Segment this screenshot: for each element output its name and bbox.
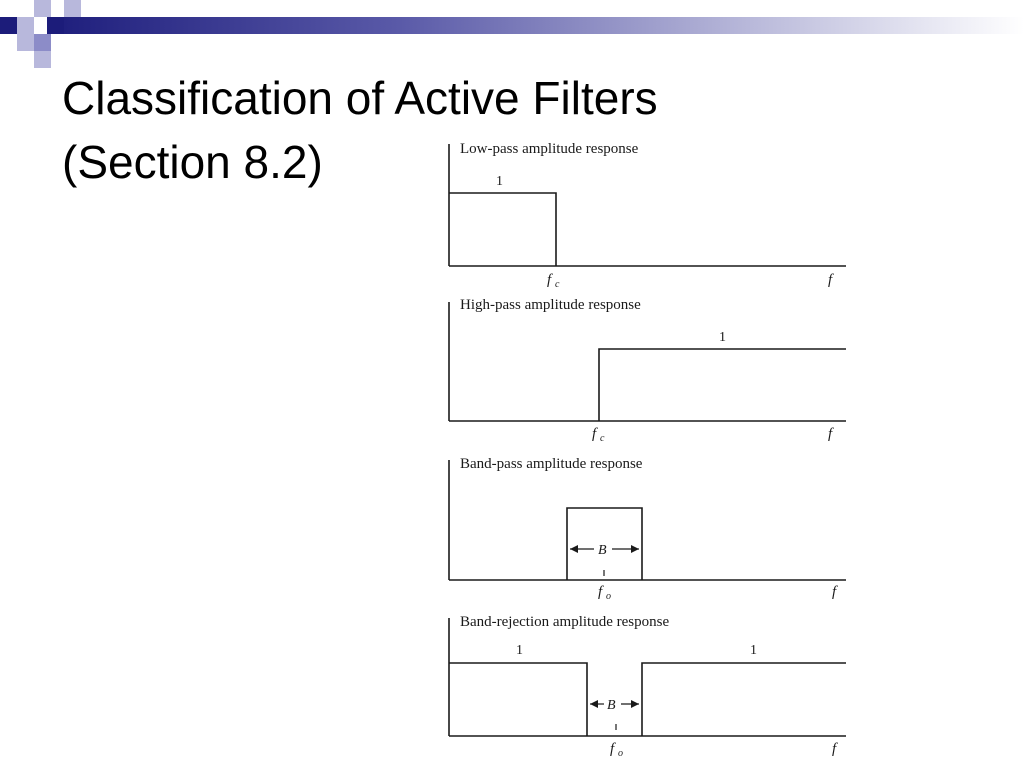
- decor-square: [34, 34, 51, 51]
- band-rejection-panel: Band-rejection amplitude response 1 1 B …: [448, 614, 846, 759]
- high-pass-response-curve: [598, 348, 846, 421]
- band-pass-axis-label: f: [832, 584, 838, 600]
- filter-response-figure: Low-pass amplitude response 1 f c f High…: [436, 132, 856, 764]
- decor-square: [64, 0, 81, 17]
- band-pass-arrowhead-right: [631, 545, 639, 553]
- band-rejection-center-subscript: o: [618, 748, 623, 759]
- decor-square: [17, 34, 34, 51]
- slide-title-line-1: Classification of Active Filters: [62, 72, 658, 124]
- band-pass-arrowhead-left: [570, 545, 578, 553]
- slide-title: Classification of Active Filters (Sectio…: [62, 66, 658, 194]
- band-rejection-arrowhead-left: [590, 700, 598, 708]
- band-pass-response-curve: [566, 507, 643, 580]
- band-pass-title: Band-pass amplitude response: [460, 456, 643, 472]
- decor-square: [0, 17, 17, 34]
- low-pass-response-curve: [449, 192, 557, 266]
- decor-square: [17, 17, 34, 34]
- high-pass-title: High-pass amplitude response: [460, 297, 641, 313]
- high-pass-cutoff-label: f: [592, 426, 598, 442]
- header-gradient-bar: [64, 17, 1024, 34]
- band-rejection-bandwidth-label: B: [607, 698, 616, 713]
- band-rejection-axis-label: f: [832, 741, 838, 757]
- decor-square: [47, 17, 64, 34]
- high-pass-level-label: 1: [719, 330, 726, 345]
- band-pass-bandwidth-label: B: [598, 543, 607, 558]
- band-pass-center-subscript: o: [606, 591, 611, 602]
- band-pass-center-label: f: [598, 584, 604, 600]
- low-pass-cutoff-label: f: [547, 272, 553, 288]
- slide-title-line-2: (Section 8.2): [62, 136, 323, 188]
- low-pass-axis-label: f: [828, 272, 834, 288]
- low-pass-panel: Low-pass amplitude response 1 f c f: [448, 141, 846, 290]
- low-pass-level-label: 1: [496, 174, 503, 189]
- band-rejection-level-label-right: 1: [750, 643, 757, 658]
- band-rejection-response-curve-right: [641, 662, 846, 736]
- decor-square: [34, 51, 51, 68]
- high-pass-axis-label: f: [828, 426, 834, 442]
- band-rejection-level-label-left: 1: [516, 643, 523, 658]
- band-pass-panel: Band-pass amplitude response B f o f: [448, 456, 846, 602]
- high-pass-panel: High-pass amplitude response 1 f c f: [448, 297, 846, 444]
- low-pass-cutoff-subscript: c: [555, 279, 560, 290]
- band-rejection-center-label: f: [610, 741, 616, 757]
- band-rejection-arrowhead-right: [631, 700, 639, 708]
- low-pass-title: Low-pass amplitude response: [460, 141, 639, 157]
- band-rejection-response-curve-left: [449, 662, 588, 736]
- band-rejection-title: Band-rejection amplitude response: [460, 614, 669, 630]
- decor-square: [34, 0, 51, 17]
- corner-squares-decoration: [0, 0, 90, 70]
- high-pass-cutoff-subscript: c: [600, 433, 605, 444]
